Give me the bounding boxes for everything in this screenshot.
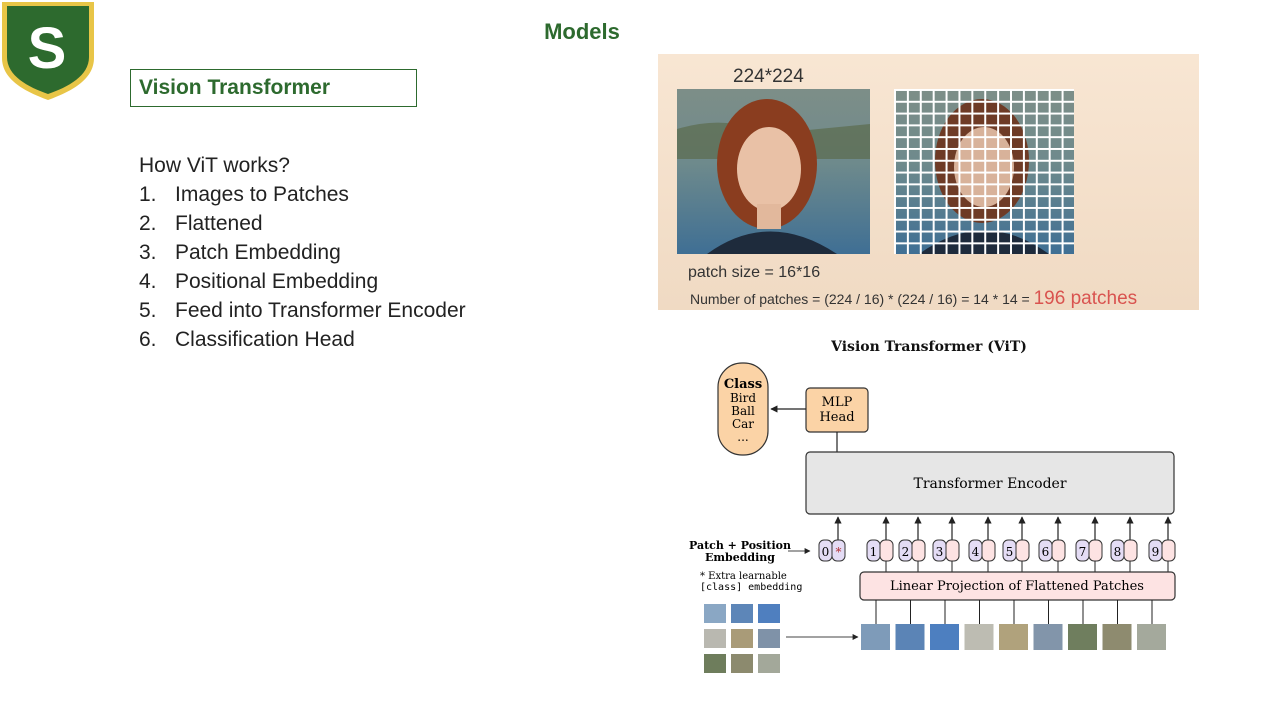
patch-embedding — [1123, 539, 1138, 562]
embedding-label: Patch + Position — [689, 539, 791, 552]
steps-heading: How ViT works? — [139, 154, 290, 177]
image-patch — [704, 654, 726, 673]
mlp-head-label: MLP — [822, 395, 853, 410]
school-logo: S — [0, 0, 96, 102]
diagram-title: Vision Transformer (ViT) — [830, 339, 1027, 355]
item-number: 5. — [139, 299, 157, 322]
position-index: 3 — [936, 545, 944, 559]
transformer-encoder-box — [805, 451, 1175, 515]
position-index: 5 — [1006, 545, 1014, 559]
flattened-patch — [895, 624, 925, 650]
patch-count-formula: Number of patches = (224 / 16) * (224 / … — [690, 288, 1137, 310]
flattened-patch — [1033, 624, 1063, 650]
position-index: 9 — [1152, 545, 1160, 559]
item-number: 4. — [139, 270, 157, 293]
flattened-patch-row — [861, 600, 1166, 650]
position-index: 7 — [1079, 545, 1087, 559]
item-number: 1. — [139, 183, 157, 206]
list-item: 1. Images to Patches — [139, 180, 466, 209]
list-item: 3. Patch Embedding — [139, 238, 466, 267]
list-item: 2. Flattened — [139, 209, 466, 238]
class-token-marker: * — [836, 545, 842, 559]
image-patch — [758, 604, 780, 623]
count-result: 196 patches — [1033, 288, 1138, 309]
patch-embedding — [879, 539, 894, 562]
class-output-box — [717, 362, 769, 456]
extra-note: [class] embedding — [700, 582, 802, 593]
transformer-encoder-label: Transformer Encoder — [913, 476, 1066, 492]
item-text: Classification Head — [175, 328, 355, 351]
patch-embedding — [1161, 539, 1176, 562]
flattened-patch — [964, 624, 994, 650]
item-text: Feed into Transformer Encoder — [175, 299, 466, 322]
flattened-patch — [1102, 624, 1132, 650]
token-row: 0 * 1 2 3 4 5 6 7 8 9 — [818, 516, 1176, 572]
patch-embedding — [911, 539, 926, 562]
embedding-label: Embedding — [705, 551, 775, 564]
image-patch — [704, 604, 726, 623]
image-patch — [731, 604, 753, 623]
patch-embedding — [1015, 539, 1030, 562]
patch-illustration: 224*224 — [658, 54, 1199, 310]
class-label: Bird — [730, 391, 756, 405]
class-label: Car — [732, 417, 754, 431]
patch-embedding — [1051, 539, 1066, 562]
class-token-embedding — [831, 539, 846, 562]
item-text: Patch Embedding — [175, 241, 341, 264]
patch-size-label: patch size = 16*16 — [688, 264, 821, 281]
patch-embedding — [945, 539, 960, 562]
list-item: 6. Classification Head — [139, 325, 466, 354]
item-number: 6. — [139, 328, 157, 351]
image-patch — [731, 654, 753, 673]
position-index: 1 — [870, 545, 878, 559]
item-text: Flattened — [175, 212, 263, 235]
image-patch — [704, 629, 726, 648]
input-image-grid — [704, 604, 780, 673]
count-formula-text: Number of patches = (224 / 16) * (224 / … — [690, 291, 1030, 307]
shield-icon: S — [2, 2, 94, 100]
extra-note: * Extra learnable — [700, 571, 787, 582]
patched-portrait-image — [894, 89, 1074, 254]
slide-title: Models — [544, 19, 620, 44]
item-number: 3. — [139, 241, 157, 264]
flattened-patch — [930, 624, 959, 650]
list-item: 5. Feed into Transformer Encoder — [139, 296, 466, 325]
flattened-patch — [999, 624, 1028, 650]
image-patch — [731, 629, 753, 648]
portrait-image — [677, 89, 870, 254]
position-index: 2 — [902, 545, 910, 559]
section-title: Vision Transformer — [130, 69, 417, 107]
item-text: Positional Embedding — [175, 270, 379, 293]
linear-projection-box — [859, 571, 1176, 601]
resolution-label: 224*224 — [733, 66, 804, 87]
patch-embedding — [1088, 539, 1103, 562]
list-item: 4. Positional Embedding — [139, 267, 466, 296]
position-index: 8 — [1114, 545, 1122, 559]
flattened-patch — [861, 624, 890, 650]
vit-diagram: Vision Transformer (ViT) Class Bird Ball… — [680, 332, 1200, 692]
position-index: 0 — [822, 545, 830, 559]
mlp-head-label: Head — [819, 410, 854, 425]
patch-grid — [894, 89, 1074, 254]
steps-list: How ViT works? 1. Images to Patches 2. Fla… — [139, 151, 466, 354]
item-text: Images to Patches — [175, 183, 349, 206]
class-title: Class — [724, 377, 762, 392]
class-label: Ball — [731, 404, 755, 418]
class-label: ... — [737, 430, 748, 444]
position-index: 4 — [972, 545, 980, 559]
flattened-patch — [1137, 624, 1166, 650]
flattened-patch — [1068, 624, 1097, 650]
patch-embedding — [981, 539, 996, 562]
image-patch — [758, 629, 780, 648]
image-patch — [758, 654, 780, 673]
logo-letter: S — [28, 16, 67, 81]
linear-projection-label: Linear Projection of Flattened Patches — [890, 579, 1144, 594]
item-number: 2. — [139, 212, 157, 235]
position-index: 6 — [1042, 545, 1050, 559]
